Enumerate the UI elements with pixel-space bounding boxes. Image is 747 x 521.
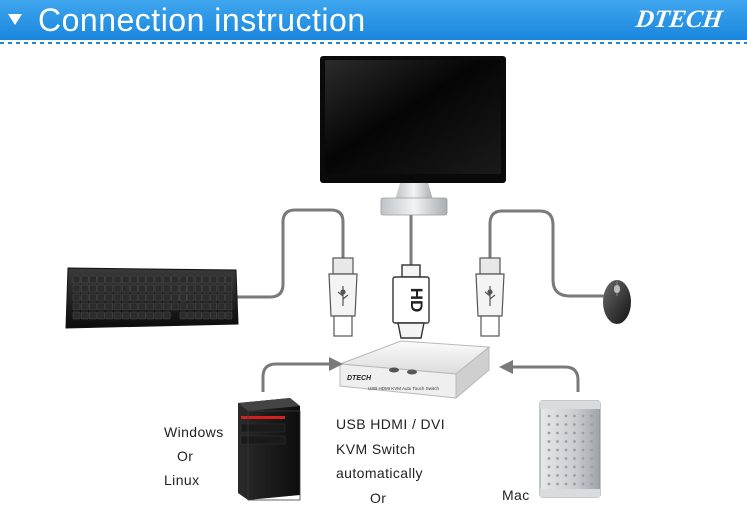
page-title: Connection instruction	[38, 2, 366, 38]
arrow-right-head	[499, 360, 513, 374]
label-mac: Mac	[502, 487, 530, 503]
label-automatically: automatically	[336, 465, 423, 481]
usb-plug-left	[328, 257, 358, 337]
label-windows: Windows	[164, 424, 224, 440]
switch-label: USB HDMI KVM Auto Touch Switch	[368, 386, 439, 391]
triangle-down-icon	[8, 14, 22, 25]
mouse	[603, 280, 631, 324]
arrow-left-head	[329, 357, 343, 371]
kvm-switch-box	[339, 340, 491, 400]
arrow-right	[510, 365, 580, 392]
banner-divider	[0, 40, 747, 42]
label-linux: Linux	[164, 472, 199, 488]
keyboard-cable	[236, 208, 345, 299]
cables	[236, 208, 605, 299]
label-or-left: Or	[177, 448, 193, 464]
mouse-cable	[488, 209, 605, 298]
header-banner	[0, 0, 747, 40]
banner-dash-line	[0, 42, 747, 44]
usb-plug-right	[475, 257, 505, 337]
label-usb-hdmi-dvi: USB HDMI / DVI	[336, 416, 445, 432]
monitor	[320, 56, 506, 216]
arrow-left	[261, 362, 332, 392]
keyboard	[65, 267, 239, 329]
pc-tower	[238, 398, 301, 501]
hdmi-plug	[392, 264, 430, 339]
mac-pro	[539, 400, 601, 498]
switch-brand: DTECH	[347, 375, 372, 382]
label-kvm-switch: KVM Switch	[336, 441, 415, 457]
label-or-center: Or	[370, 490, 386, 506]
hdmi-plug-label: HD	[407, 288, 426, 313]
